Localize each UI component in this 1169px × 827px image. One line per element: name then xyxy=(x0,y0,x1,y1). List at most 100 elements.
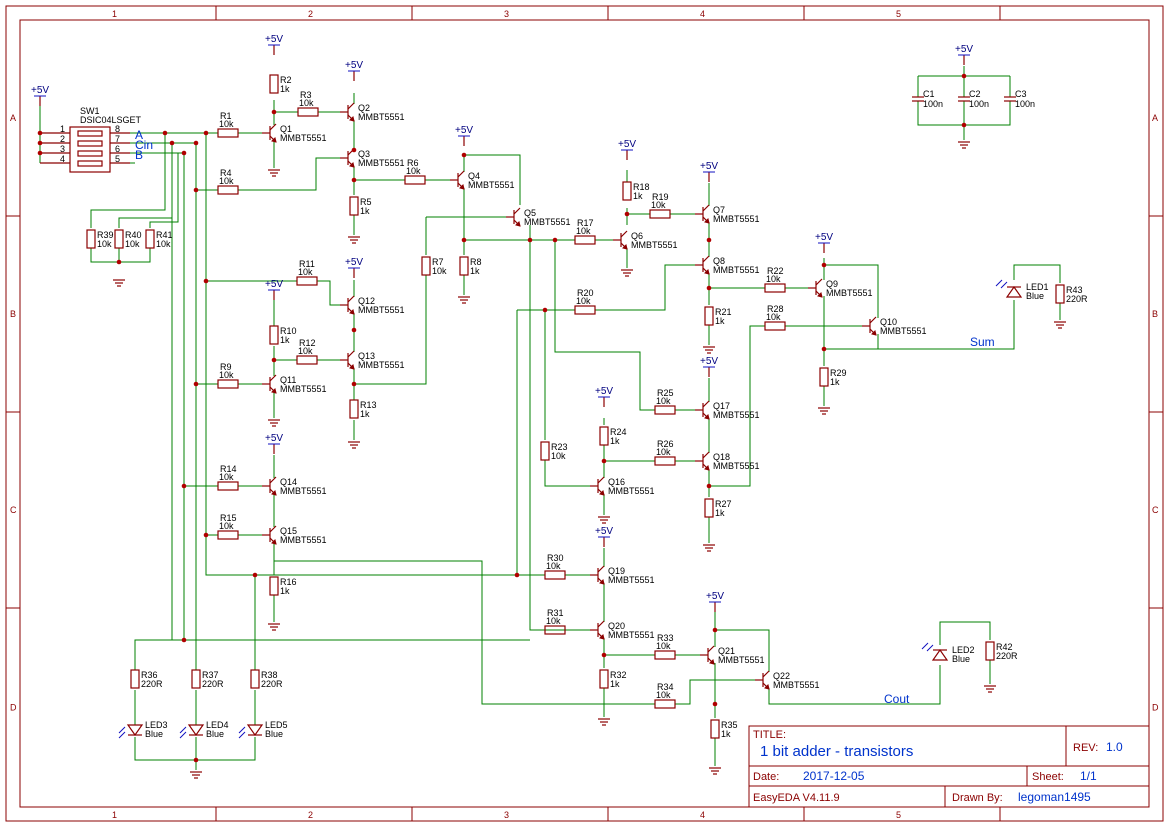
transistor-part: MMBT5551 xyxy=(358,112,405,122)
resistor-value: 1k xyxy=(715,508,725,518)
resistor-value: 10k xyxy=(299,98,314,108)
resistor-r42 xyxy=(985,641,995,661)
dip-pin-number: 8 xyxy=(115,124,120,134)
frame-col-bottom: 2 xyxy=(308,810,313,820)
resistor-ref: R43 xyxy=(1066,285,1083,295)
resistor-ref: R42 xyxy=(996,642,1013,652)
transistor-q18 xyxy=(695,451,710,471)
resistor-r35 xyxy=(710,719,720,739)
transistor-q11 xyxy=(262,374,277,394)
dip-pin-number: 7 xyxy=(115,134,120,144)
transistor-ref: Q1 xyxy=(280,124,292,134)
resistor-ref: R40 xyxy=(125,230,142,240)
resistor-value: 10k xyxy=(766,312,781,322)
dip-switch-lever xyxy=(77,160,103,167)
resistor-r5 xyxy=(349,196,359,216)
junction-dot xyxy=(461,237,467,243)
wire xyxy=(824,300,1015,350)
date-value: 2017-12-05 xyxy=(803,769,865,783)
led-color: Blue xyxy=(145,729,163,739)
junction-dot xyxy=(203,532,209,538)
frame-col-top: 1 xyxy=(112,9,117,19)
transistor-part: MMBT5551 xyxy=(608,486,655,496)
net-label-cin: Cin xyxy=(135,138,153,152)
sheet-label: Sheet: xyxy=(1032,771,1064,783)
power-label: +5V xyxy=(345,257,363,268)
transistor-ref: Q14 xyxy=(280,477,297,487)
resistor-ref: R9 xyxy=(220,362,232,372)
resistor-ref: R24 xyxy=(610,427,627,437)
led-ref: LED4 xyxy=(206,720,229,730)
resistor-value: 1k xyxy=(280,335,290,345)
junction-dot xyxy=(203,278,209,284)
junction-dot xyxy=(116,259,122,265)
resistor-r38 xyxy=(250,669,260,689)
power-label: +5V xyxy=(706,591,724,602)
wire xyxy=(149,153,179,228)
date-label: Date: xyxy=(753,771,779,783)
dip-pin-number: 1 xyxy=(60,124,65,134)
resistor-r6 xyxy=(404,175,426,185)
wire xyxy=(238,157,340,191)
resistor-value: 10k xyxy=(219,521,234,531)
transistor-ref: Q3 xyxy=(358,149,370,159)
resistor-r18 xyxy=(622,181,632,201)
resistor-ref: R15 xyxy=(220,513,237,523)
resistor-value: 10k xyxy=(656,641,671,651)
junction-dot xyxy=(961,73,967,79)
transistor-q9 xyxy=(808,278,823,298)
resistor-value: 10k xyxy=(219,176,234,186)
resistor-ref: R18 xyxy=(633,182,650,192)
power-label: +5V xyxy=(265,34,283,45)
junction-dot xyxy=(706,285,712,291)
junction-dot xyxy=(193,757,199,763)
dip-switch-body xyxy=(69,126,111,173)
resistor-ref: R22 xyxy=(767,266,784,276)
resistor-value: 10k xyxy=(298,346,313,356)
net-label-b: B xyxy=(135,148,143,162)
led-led4 xyxy=(179,724,205,739)
transistor-q12 xyxy=(340,295,355,315)
resistor-value: 1k xyxy=(360,409,370,419)
resistor-r22 xyxy=(764,283,786,293)
resistor-ref: R17 xyxy=(577,218,594,228)
transistor-part: MMBT5551 xyxy=(280,133,327,143)
resistor-ref: R25 xyxy=(657,388,674,398)
frame-outer xyxy=(5,5,1164,822)
transistor-q20 xyxy=(590,620,605,640)
wire xyxy=(939,621,991,645)
tool-version: EasyEDA V4.11.9 xyxy=(753,792,840,804)
resistor-r23 xyxy=(540,441,550,461)
transistor-ref: Q20 xyxy=(608,621,625,631)
resistor-ref: R5 xyxy=(360,197,372,207)
resistor-value: 10k xyxy=(766,274,781,284)
junction-dot xyxy=(37,150,43,156)
resistor-value: 10k xyxy=(656,447,671,457)
dip-pin-number: 2 xyxy=(60,134,65,144)
resistor-ref: R33 xyxy=(657,633,674,643)
junction-dot xyxy=(271,357,277,363)
transistor-ref: Q2 xyxy=(358,103,370,113)
junction-dot xyxy=(351,381,357,387)
wire xyxy=(1013,264,1061,283)
junction-dot xyxy=(351,147,357,153)
junction-dot xyxy=(624,211,630,217)
wire xyxy=(90,248,151,263)
transistor-ref: Q22 xyxy=(773,671,790,681)
resistor-value: 10k xyxy=(156,239,171,249)
transistor-q10 xyxy=(862,316,877,336)
resistor-ref: R8 xyxy=(470,257,482,267)
frame-row-right: B xyxy=(1152,309,1158,319)
junction-dot xyxy=(169,140,175,146)
junction-dot xyxy=(181,483,187,489)
transistor-q19 xyxy=(590,565,605,585)
frame-col-top: 4 xyxy=(700,9,705,19)
transistor-ref: Q13 xyxy=(358,351,375,361)
led-color: Blue xyxy=(206,729,224,739)
led-ref: LED5 xyxy=(265,720,288,730)
wire xyxy=(134,153,185,670)
wire xyxy=(529,225,595,631)
transistor-q15 xyxy=(262,525,277,545)
resistor-ref: R29 xyxy=(830,368,847,378)
